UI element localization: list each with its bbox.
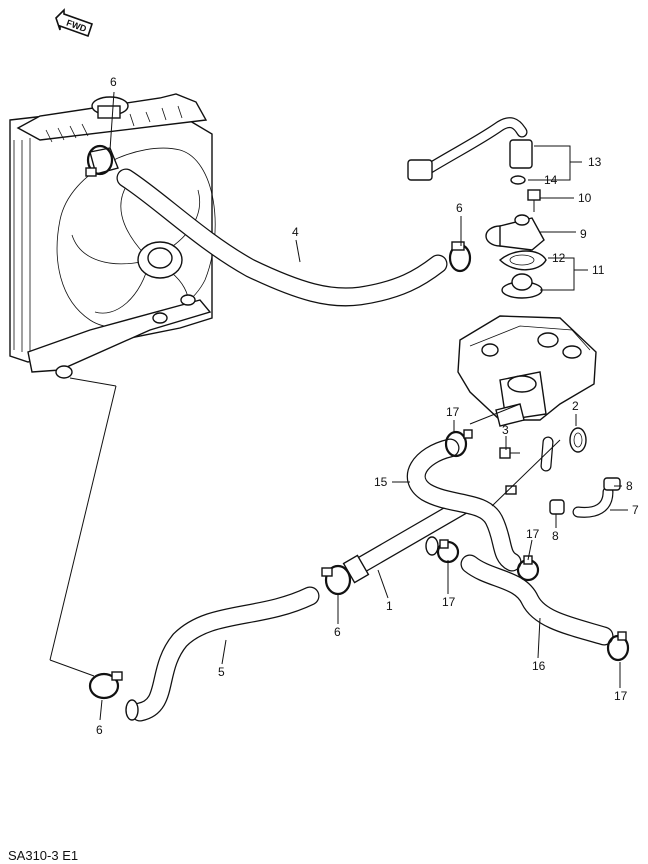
thermo-switch-harness [407,117,533,185]
thermostat-gasket [498,250,547,271]
part-label-8-b: 8 [552,529,559,543]
water-pipe [342,494,475,584]
clamp-pipe-lower [436,539,460,564]
part-label-2: 2 [572,399,579,413]
clamp-heater-outlet [606,631,630,662]
part-label-17-a: 17 [446,405,460,419]
part-label-1: 1 [386,599,393,613]
switch-washer [510,175,526,185]
part-label-6-b: 6 [456,201,463,215]
clamp-lower-radiator [88,671,123,700]
leader-lines [49,91,628,721]
part-label-6-c: 6 [334,625,341,639]
hose-bypass [572,486,614,518]
part-label-10: 10 [578,191,592,205]
part-label-15: 15 [374,475,388,489]
part-label-11: 11 [592,263,605,277]
hose-heater-inlet [406,438,522,572]
part-label-13: 13 [588,155,602,169]
bypass-pipe [540,436,554,472]
part-label-17-b: 17 [526,527,540,541]
part-label-16: 16 [532,659,546,673]
part-label-7: 7 [632,503,639,517]
part-label-8-a: 8 [626,479,633,493]
part-label-9: 9 [580,227,587,241]
hose-lower-radiator [125,586,320,722]
hose-heater-outlet [460,554,614,646]
part-label-17-d: 17 [614,689,628,703]
part-label-6-a: 6 [110,75,117,89]
thermostat [501,273,543,299]
part-label-14: 14 [544,173,558,187]
engine-block [457,315,597,427]
clip-lower [549,499,565,515]
o-ring [569,427,587,453]
bolt [527,189,541,212]
clamp-upper-radiator [85,144,114,177]
part-label-5: 5 [218,665,225,679]
part-label-12: 12 [552,251,566,265]
part-label-17-c: 17 [442,595,456,609]
part-label-6-d: 6 [96,723,103,737]
hose-upper-radiator [116,168,448,307]
part-label-3: 3 [502,423,509,437]
clamp-lower-pipe [321,564,352,596]
clip-upper [603,477,621,491]
clamp-heater-left [444,429,473,458]
thermostat-cap [485,214,545,251]
fwd-arrow-icon: FWD [55,8,94,38]
bolt-small [499,447,520,495]
clamp-upper-outlet [448,241,472,273]
part-labels: 6 6 4 13 14 10 9 12 11 17 2 3 15 8 7 8 1… [96,75,639,737]
diagram-code: SA310-3 E1 [8,848,78,863]
part-label-4: 4 [292,225,299,239]
radiator [9,93,216,379]
